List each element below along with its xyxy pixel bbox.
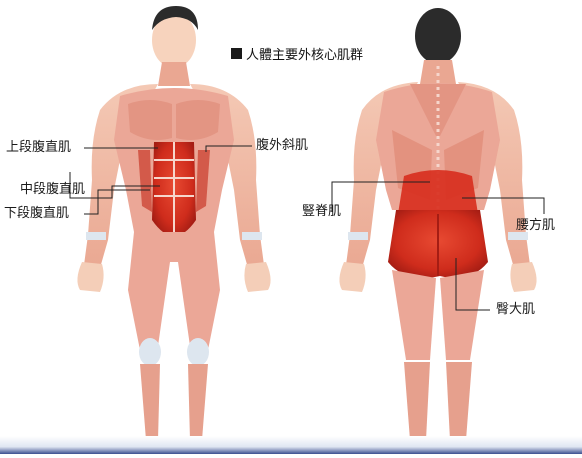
- label-erector-spinae: 豎脊肌: [302, 204, 341, 220]
- front-left-pectoral: [128, 100, 172, 140]
- title-square-icon: [231, 48, 242, 59]
- label-quadratus-lumborum: 腰方肌: [516, 218, 555, 234]
- label-middle-rectus: 中段腹直肌: [20, 182, 85, 198]
- back-left-wrist: [348, 232, 368, 240]
- front-figure: [77, 6, 270, 440]
- back-left-calf: [404, 362, 430, 440]
- front-left-hand: [77, 262, 103, 292]
- back-right-calf: [446, 362, 472, 440]
- front-left-knee: [139, 338, 161, 366]
- figure-title: 人體主要外核心肌群: [231, 44, 363, 63]
- back-figure: [339, 8, 536, 440]
- label-gluteus-maximus: 臀大肌: [496, 302, 535, 318]
- front-neck: [158, 62, 190, 86]
- label-external-oblique: 腹外斜肌: [256, 138, 308, 154]
- figure-title-text: 人體主要外核心肌群: [246, 44, 363, 63]
- front-right-pectoral: [176, 100, 220, 140]
- back-right-thigh: [440, 270, 484, 360]
- front-left-wrist: [86, 232, 106, 240]
- front-right-wrist: [242, 232, 262, 240]
- front-right-shin: [188, 364, 208, 440]
- front-right-hand: [244, 262, 270, 292]
- back-left-hand: [339, 262, 365, 292]
- back-lower-back-muscles: [398, 170, 478, 214]
- front-left-shin: [140, 364, 160, 440]
- back-right-hand: [510, 262, 536, 292]
- back-left-thigh: [392, 270, 436, 360]
- bottom-edge-band: [0, 436, 582, 454]
- front-thighs: [128, 232, 220, 360]
- front-right-knee: [187, 338, 209, 366]
- label-lower-rectus: 下段腹直肌: [4, 206, 69, 222]
- back-head-hair: [415, 8, 461, 64]
- label-upper-rectus: 上段腹直肌: [6, 140, 71, 156]
